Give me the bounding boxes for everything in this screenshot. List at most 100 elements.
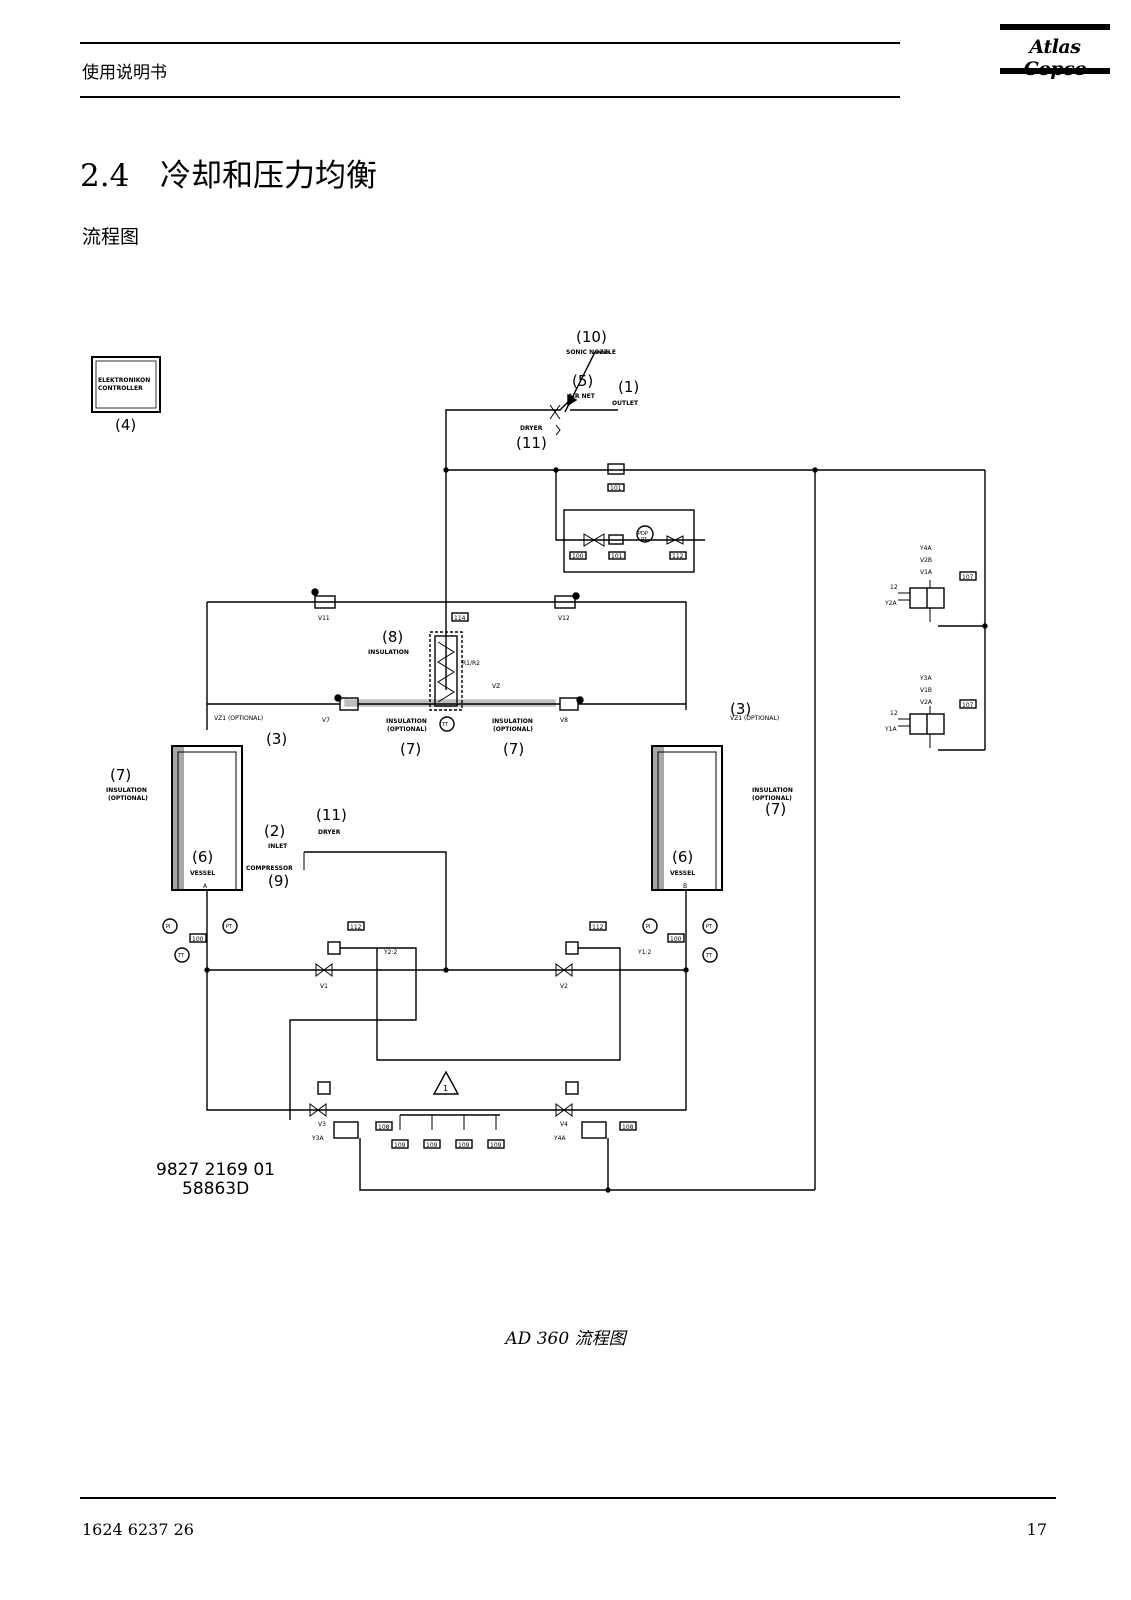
- svg-text:VESSEL: VESSEL: [670, 870, 695, 877]
- svg-text:B: B: [683, 883, 687, 890]
- elektronikon-controller: ELEKTRONIKON CONTROLLER (4): [91, 356, 161, 434]
- section-number: 2.4: [80, 158, 130, 194]
- svg-text:V2A: V2A: [920, 699, 933, 706]
- svg-text:112: 112: [672, 553, 684, 560]
- subtitle: 流程图: [82, 226, 140, 248]
- svg-text:TT: TT: [441, 722, 449, 728]
- sonic-nozzle-label: SONIC NOZZLE: [566, 349, 616, 356]
- svg-text:101: 101: [610, 485, 622, 492]
- svg-text:INSULATION: INSULATION: [492, 718, 533, 725]
- drawing-number: 9827 2169 01: [156, 1160, 275, 1180]
- svg-text:V2: V2: [560, 983, 568, 990]
- svg-text:V11: V11: [318, 615, 330, 622]
- svg-text:109: 109: [394, 1142, 406, 1149]
- svg-text:(7): (7): [400, 740, 421, 758]
- svg-text:V7: V7: [322, 717, 330, 724]
- svg-text:R1/R2: R1/R2: [462, 660, 480, 667]
- air-net-label: AIR NET: [568, 393, 596, 400]
- callout-4: (4): [115, 416, 136, 434]
- svg-text:Y4A: Y4A: [553, 1135, 566, 1142]
- atlas-copco-logo: Atlas Copco: [1000, 24, 1110, 80]
- callout-8: (8): [382, 628, 403, 646]
- svg-text:(OPTIONAL): (OPTIONAL): [387, 726, 427, 733]
- svg-text:V8: V8: [560, 717, 568, 724]
- header-bottom-rule: [80, 96, 900, 98]
- svg-text:1: 1: [443, 1084, 448, 1093]
- svg-text:(OPTIONAL): (OPTIONAL): [752, 795, 792, 802]
- svg-text:VESSEL: VESSEL: [190, 870, 215, 877]
- vessel-a: (6) VESSEL A: [171, 745, 243, 891]
- svg-text:Y4A: Y4A: [919, 545, 932, 552]
- svg-text:101: 101: [611, 553, 623, 560]
- svg-text:Y1A: Y1A: [884, 726, 897, 733]
- flow-diagram: ELEKTRONIKON CONTROLLER (4) (10) SONIC N…: [91, 330, 988, 1199]
- callout-5: (5): [572, 372, 593, 390]
- svg-text:Y1:2: Y1:2: [637, 949, 652, 956]
- svg-text:INSULATION: INSULATION: [368, 649, 409, 656]
- svg-text:Y2:2: Y2:2: [383, 949, 398, 956]
- svg-text:(2): (2): [264, 822, 285, 840]
- svg-text:V12: V12: [558, 615, 570, 622]
- svg-text:(3): (3): [730, 700, 751, 718]
- section-title-text: 冷却和压力均衡: [160, 158, 377, 194]
- svg-text:PT: PT: [226, 924, 233, 930]
- svg-text:V1: V1: [320, 983, 328, 990]
- dryer-label-top: DRYER: [520, 425, 543, 432]
- page-number: 17: [1026, 1520, 1047, 1539]
- callout-11-top: (11): [516, 434, 547, 452]
- svg-text:PI: PI: [166, 924, 171, 930]
- svg-text:114: 114: [454, 615, 466, 622]
- svg-text:V3: V3: [318, 1121, 326, 1128]
- svg-text:Y2A: Y2A: [884, 600, 897, 607]
- svg-text:108: 108: [622, 1124, 634, 1131]
- svg-text:CONTROLLER: CONTROLLER: [98, 385, 143, 392]
- svg-text:112: 112: [592, 924, 604, 931]
- svg-text:V1B: V1B: [920, 687, 932, 694]
- svg-text:TT: TT: [177, 953, 185, 959]
- svg-text:(6): (6): [672, 848, 693, 866]
- doc-number: 1624 6237 26: [82, 1520, 194, 1539]
- svg-text:01: 01: [641, 537, 647, 543]
- svg-text:(6): (6): [192, 848, 213, 866]
- svg-text:VZ1 (OPTIONAL): VZ1 (OPTIONAL): [214, 715, 263, 722]
- svg-text:(7): (7): [765, 800, 786, 818]
- svg-text:V2B: V2B: [920, 557, 932, 564]
- vessel-b: (6) VESSEL B: [651, 745, 723, 891]
- svg-text:12: 12: [890, 710, 898, 717]
- svg-text:(OPTIONAL): (OPTIONAL): [108, 795, 148, 802]
- svg-text:(11): (11): [316, 806, 347, 824]
- svg-text:TT: TT: [705, 953, 713, 959]
- svg-text:109: 109: [490, 1142, 502, 1149]
- svg-text:INSULATION: INSULATION: [386, 718, 427, 725]
- svg-text:INSULATION: INSULATION: [106, 787, 147, 794]
- svg-text:112: 112: [350, 924, 362, 931]
- svg-text:V1A: V1A: [920, 569, 933, 576]
- svg-text:(7): (7): [503, 740, 524, 758]
- svg-text:(7): (7): [110, 766, 131, 784]
- valve-block-top: Y4A V2B V1A 107 12 Y2A: [884, 545, 977, 622]
- svg-text:VZ1 (OPTIONAL): VZ1 (OPTIONAL): [730, 715, 779, 722]
- svg-text:109: 109: [426, 1142, 438, 1149]
- svg-text:(9): (9): [268, 872, 289, 890]
- footer-rule: [80, 1497, 1056, 1499]
- svg-text:100: 100: [192, 936, 204, 943]
- svg-text:109: 109: [458, 1142, 470, 1149]
- header-label: 使用说明书: [82, 63, 167, 83]
- svg-text:(OPTIONAL): (OPTIONAL): [493, 726, 533, 733]
- callout-10: (10): [576, 330, 607, 346]
- svg-text:107: 107: [962, 574, 974, 581]
- section-title: 2.4 冷却和压力均衡: [80, 150, 377, 195]
- controller-label: ELEKTRONIKON: [98, 377, 150, 384]
- svg-text:100: 100: [572, 553, 584, 560]
- svg-text:107: 107: [962, 702, 974, 709]
- valve-block-bottom: Y3A V1B V2A 107 12 Y1A: [884, 675, 977, 748]
- svg-text:V4: V4: [560, 1121, 568, 1128]
- svg-text:108: 108: [378, 1124, 390, 1131]
- svg-text:PI: PI: [646, 924, 651, 930]
- svg-text:VZ: VZ: [492, 683, 500, 690]
- drawing-code: 58863D: [182, 1179, 249, 1199]
- header-top-rule: [80, 42, 900, 44]
- svg-text:INLET: INLET: [268, 843, 288, 850]
- svg-text:PDP: PDP: [638, 531, 648, 537]
- svg-text:(3): (3): [266, 730, 287, 748]
